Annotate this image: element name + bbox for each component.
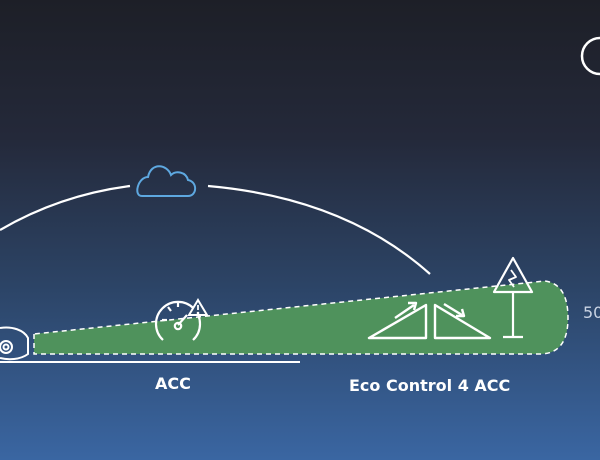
distance-label: 50 <box>583 303 600 322</box>
road-sign-icon <box>492 256 534 339</box>
forecast-arc-right <box>207 184 431 275</box>
cloud-icon <box>136 165 197 197</box>
eco-control-label: Eco Control 4 ACC <box>349 376 511 395</box>
partial-circle-icon <box>580 36 600 76</box>
uphill-slope-icon <box>367 301 428 340</box>
downhill-slope-icon <box>433 302 492 340</box>
speedometer-warning-icon <box>154 298 209 341</box>
eco-control-zone <box>33 280 569 355</box>
vehicle-icon <box>0 326 29 361</box>
forecast-arc <box>0 184 131 231</box>
acc-label: ACC <box>155 374 191 393</box>
